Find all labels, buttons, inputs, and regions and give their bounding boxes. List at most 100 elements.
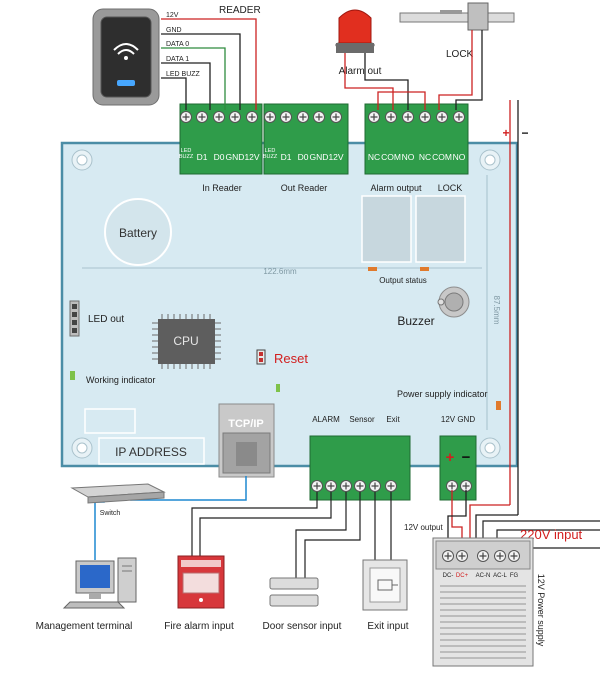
terminal-screw (313, 111, 325, 123)
wire-lock-black (455, 30, 483, 110)
buzzer-icon (437, 286, 470, 318)
terminal-label: NO (402, 152, 415, 162)
terminal-screw (385, 111, 397, 123)
terminal-screw (280, 111, 292, 123)
wire-220v-b (496, 529, 600, 540)
terminal-label: NC (419, 152, 431, 162)
power-minus-sign: − (462, 449, 471, 466)
terminal-screws (311, 480, 472, 492)
exit-input-label: Exit (386, 415, 400, 424)
management-terminal-icon (62, 557, 137, 609)
wire-12v-output-positive (451, 490, 463, 540)
supply-terminal-dc-plus: DC+ (456, 573, 469, 579)
wire-220v-a (482, 520, 600, 540)
ip-address-area (84, 408, 136, 434)
terminal-label: COM (381, 152, 401, 162)
supply-terminal-screw (494, 550, 506, 562)
mounting-hole (71, 437, 93, 459)
supply-terminal-fg: FG (510, 573, 519, 579)
wire-alarm-light-red (344, 53, 394, 110)
power-terminal-block (439, 435, 477, 501)
power-terminal-screw (460, 480, 472, 492)
network-switch-icon (70, 483, 166, 504)
terminal-label: 12V (244, 152, 259, 162)
wire-supply-positive-return (469, 504, 510, 540)
terminal-screw (196, 111, 208, 123)
terminal-label: BUZZ (179, 154, 194, 160)
battery-label: Battery (119, 226, 157, 240)
input-terminal-screw (325, 480, 337, 492)
terminal-label: NO (453, 152, 466, 162)
power-supply-name: 12V Power supply (536, 574, 546, 647)
height-dimension: 87.5mm (492, 296, 501, 325)
mounting-hole (71, 149, 93, 171)
power-indicator-label: Power supply indicator (397, 389, 488, 399)
supply-terminal-screw (477, 550, 489, 562)
supply-rail-plus: + (502, 126, 509, 140)
fire-alarm-input-label: Fire alarm input (164, 621, 234, 632)
out-reader-label: Out Reader (281, 183, 328, 193)
ip-address-label: IP ADDRESS (115, 445, 187, 459)
exit-button-icon (362, 559, 408, 611)
alarm-relay (361, 195, 412, 263)
card-reader-icon (92, 8, 160, 106)
power-input-label: 12V GND (441, 415, 475, 424)
mounting-hole (479, 437, 501, 459)
output-12v-label: 12V output (404, 523, 443, 532)
terminal-screw (246, 111, 258, 123)
terminal-label: LED (265, 148, 276, 154)
reader-wire-label-ledbuzz: LED BUZZ (166, 71, 201, 78)
terminal-screw (436, 111, 448, 123)
mounting-hole (479, 149, 501, 171)
terminal-label: D0 (214, 152, 225, 162)
supply-terminal-screw (456, 550, 468, 562)
lock-relay (415, 195, 466, 263)
wire-sensor-a (295, 492, 347, 578)
supply-terminal-dc-minus: DC- (443, 573, 454, 579)
terminal-label: D0 (298, 152, 309, 162)
switch-label: Switch (100, 510, 121, 517)
electric-lock-icon (399, 2, 515, 31)
terminal-screw (453, 111, 465, 123)
wire-alarm-b (199, 492, 332, 558)
power-plus-sign: + (446, 449, 455, 466)
wire-relay-jumper (377, 91, 426, 110)
led-out-header (69, 300, 80, 337)
door-sensor-input-label: Door sensor input (263, 621, 342, 632)
terminal-label: BUZZ (263, 154, 278, 160)
reset-label: Reset (274, 351, 308, 366)
supply-rail-minus: − (521, 126, 528, 140)
ethernet-port-icon (218, 403, 275, 478)
terminal-screw (213, 111, 225, 123)
wire-12v (161, 18, 257, 110)
lock-label: LOCK (446, 49, 474, 60)
wire-alarm-a (191, 492, 318, 558)
input-terminal-screw (354, 480, 366, 492)
board-indicator-led (276, 384, 280, 392)
wire-data0 (161, 47, 226, 110)
supply-terminal-ac-l: AC-L (493, 573, 507, 579)
cpu-label: CPU (173, 334, 198, 348)
terminal-label: NC (368, 152, 380, 162)
terminal-label: GND (226, 152, 245, 162)
terminal-screw (180, 111, 192, 123)
power-indicator-led (496, 401, 501, 410)
in-reader-label: In Reader (202, 183, 242, 193)
alarm-output-label: Alarm output (370, 183, 422, 193)
input-terminal-screw (340, 480, 352, 492)
wire-alarm-light-black (364, 53, 409, 110)
wire-supply-negative-return (475, 514, 518, 540)
terminal-screw (402, 111, 414, 123)
output-status-label: Output status (379, 276, 427, 285)
terminal-screws (180, 111, 465, 123)
terminal-label: LED (181, 148, 192, 154)
led-out-label: LED out (88, 314, 124, 325)
wire-lock-red (438, 30, 473, 110)
reader-wire-label-gnd: GND (166, 27, 182, 34)
reset-button-icon (256, 349, 266, 365)
wire-data1 (161, 62, 211, 110)
reader-wire-label-data1: DATA 1 (166, 56, 189, 63)
terminal-screw (264, 111, 276, 123)
terminal-label: D1 (281, 152, 292, 162)
